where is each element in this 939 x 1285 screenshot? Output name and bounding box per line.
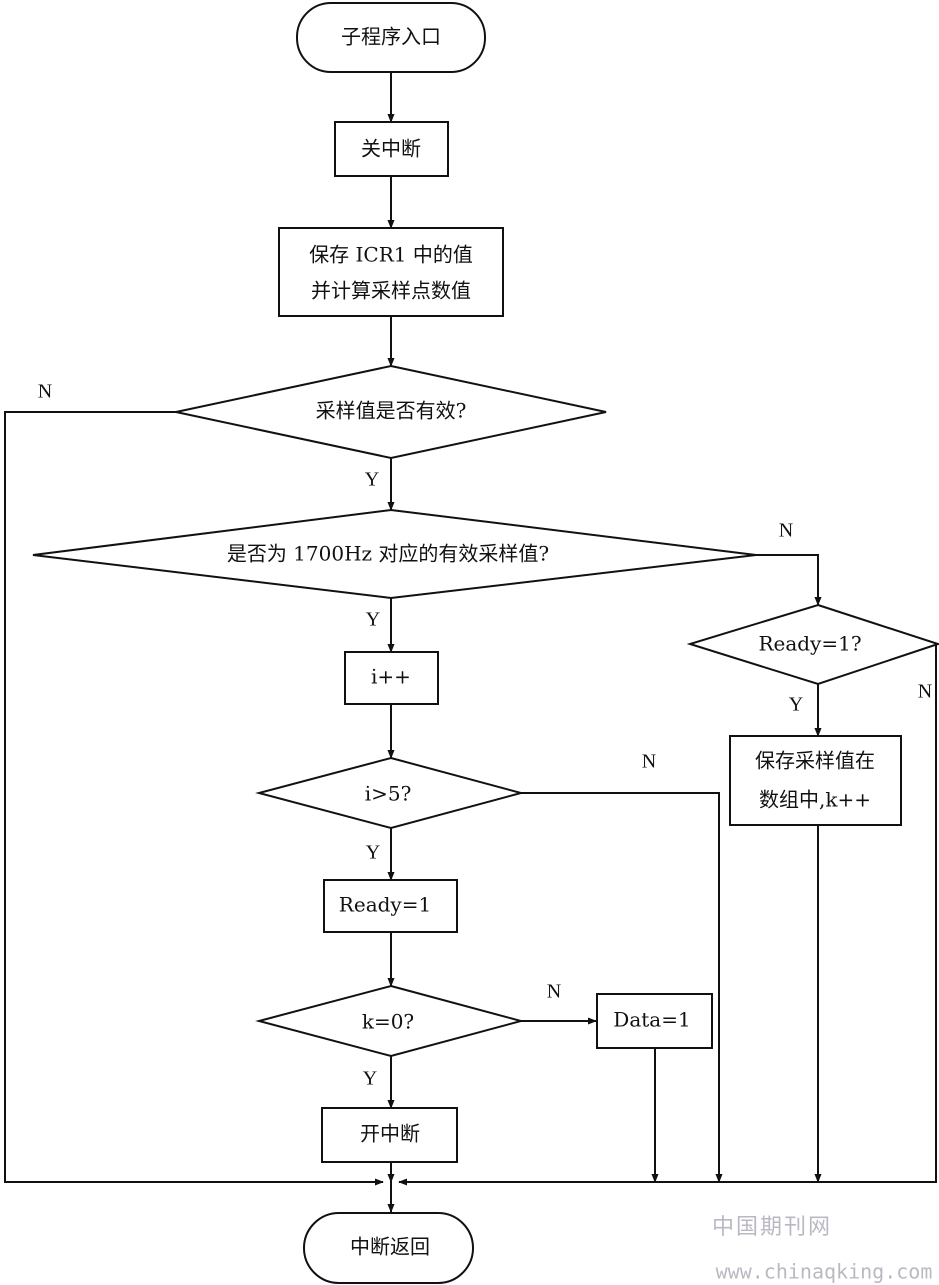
enable-interrupt-node: 开中断 bbox=[321, 1107, 458, 1163]
freq-check-label: 是否为 1700Hz 对应的有效采样值? bbox=[227, 542, 549, 566]
disable-interrupt-box bbox=[334, 121, 449, 177]
set-ready-node: Ready=1 bbox=[323, 879, 458, 933]
valid-check-diamond bbox=[175, 364, 607, 460]
ready-check-no-label: N bbox=[918, 681, 932, 703]
freq-no-label: N bbox=[779, 520, 793, 542]
watermark-brand: 中国期刊网 bbox=[712, 1215, 832, 1240]
return-node: 中断返回 bbox=[303, 1212, 474, 1284]
disable-interrupt-label: 关中断 bbox=[361, 137, 421, 161]
ready-check-yes-label: Y bbox=[789, 694, 803, 716]
inc-i-label: i++ bbox=[371, 665, 411, 689]
entry-node: 子程序入口 bbox=[296, 2, 486, 73]
inc-i-node: i++ bbox=[344, 651, 439, 705]
arrow-valid-no-loop bbox=[4, 411, 384, 1186]
save-icr-box bbox=[278, 227, 504, 317]
valid-check-node: 采样值是否有效? bbox=[175, 364, 607, 460]
branch-labels: N Y N Y N Y N Y N Y bbox=[38, 381, 932, 1090]
save-icr-label-line2: 并计算采样点数值 bbox=[311, 279, 471, 303]
freq-check-node: 是否为 1700Hz 对应的有效采样值? bbox=[32, 508, 757, 600]
enable-interrupt-box bbox=[321, 1107, 458, 1163]
freq-yes-label: Y bbox=[366, 609, 380, 631]
save-icr-node: 保存 ICR1 中的值 并计算采样点数值 bbox=[278, 227, 504, 317]
disable-interrupt-node: 关中断 bbox=[334, 121, 449, 177]
valid-no-label: N bbox=[38, 381, 52, 403]
k-check-node: k=0? bbox=[255, 984, 525, 1058]
k-check-yes-label: Y bbox=[363, 1068, 377, 1090]
ready-check-label: Ready=1? bbox=[758, 632, 861, 656]
ready-check-diamond bbox=[686, 603, 939, 686]
return-label: 中断返回 bbox=[350, 1235, 430, 1259]
save-sample-node: 保存采样值在 数组中,k++ bbox=[729, 735, 902, 826]
save-icr-label-line1: 保存 ICR1 中的值 bbox=[309, 243, 473, 267]
set-ready-label: Ready=1 bbox=[339, 893, 431, 917]
i-check-diamond bbox=[255, 756, 525, 830]
k-check-diamond bbox=[255, 984, 525, 1058]
entry-label: 子程序入口 bbox=[341, 25, 441, 49]
watermark: 中国期刊网 www.chinaqking.com bbox=[712, 1215, 932, 1284]
arrow-readycheck-no-to-bus bbox=[398, 643, 938, 1186]
arrow-icheck-no-to-bus bbox=[521, 792, 723, 1183]
ready-check-node: Ready=1? bbox=[686, 603, 939, 686]
freq-check-diamond bbox=[32, 508, 757, 600]
return-terminator bbox=[303, 1212, 474, 1284]
set-ready-box bbox=[323, 879, 458, 933]
save-sample-box bbox=[729, 735, 902, 826]
set-data-node: Data=1 bbox=[596, 993, 713, 1049]
i-check-no-label: N bbox=[642, 751, 656, 773]
set-data-label: Data=1 bbox=[613, 1008, 690, 1032]
i-check-label: i>5? bbox=[365, 782, 412, 806]
set-data-box bbox=[596, 993, 713, 1049]
i-check-node: i>5? bbox=[255, 756, 525, 830]
watermark-url: www.chinaqking.com bbox=[716, 1260, 933, 1284]
save-sample-label-line2: 数组中,k++ bbox=[759, 788, 871, 812]
entry-terminator bbox=[296, 2, 486, 73]
valid-check-label: 采样值是否有效? bbox=[316, 399, 467, 423]
i-check-yes-label: Y bbox=[366, 842, 380, 864]
inc-i-box bbox=[344, 651, 439, 705]
connectors bbox=[4, 72, 938, 1213]
arrow-freq-no-to-readycheck bbox=[756, 554, 822, 606]
valid-yes-label: Y bbox=[365, 469, 379, 491]
enable-interrupt-label: 开中断 bbox=[360, 1122, 420, 1146]
k-check-label: k=0? bbox=[362, 1010, 414, 1034]
save-sample-label-line1: 保存采样值在 bbox=[755, 749, 875, 773]
k-check-no-label: N bbox=[547, 981, 561, 1003]
